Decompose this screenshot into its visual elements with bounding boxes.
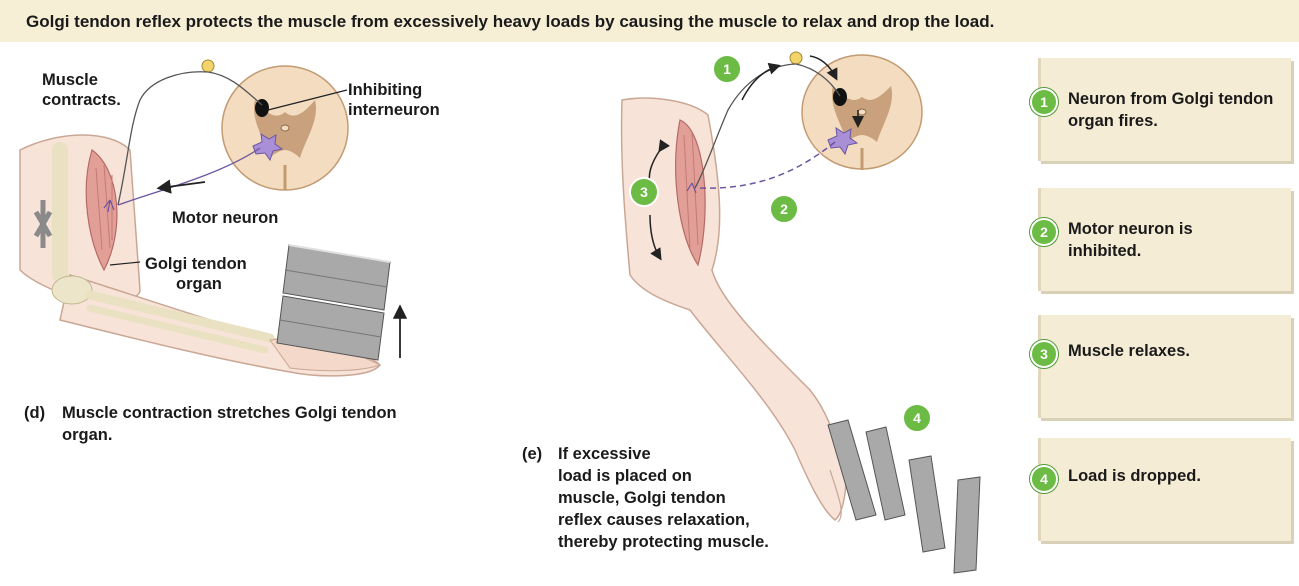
step-4-text: Load is dropped. (1068, 465, 1268, 487)
marker-3-icon: 3 (630, 178, 658, 206)
caption-d: (d) Muscle contraction stretches Golgi t… (24, 402, 454, 446)
caption-e-line: reflex causes relaxation, (558, 509, 822, 531)
step-1-icon: 1 (1030, 88, 1058, 116)
step-1-text: Neuron from Golgi tendon organ fires. (1068, 88, 1278, 132)
caption-e-tag: (e) (522, 443, 542, 465)
golgi-tendon-organ-label-line2: organ (176, 274, 222, 294)
falling-weights-e (828, 420, 980, 573)
marker-4-label: 4 (913, 410, 921, 426)
inhibiting-interneuron-label-line2: interneuron (348, 100, 440, 120)
marker-2-icon: 2 (770, 195, 798, 223)
inhibiting-interneuron-label-line1: Inhibiting (348, 80, 422, 100)
muscle-contracts-label: Muscle contracts. (42, 70, 132, 110)
marker-1-label: 1 (723, 61, 731, 77)
step-box-4 (1038, 438, 1291, 541)
step-box-3 (1038, 315, 1291, 418)
caption-e: (e) If excessive load is placed on muscl… (522, 443, 822, 553)
marker-3-label: 3 (640, 184, 648, 200)
weight-stack-d (277, 245, 390, 360)
spinal-cord-e (802, 55, 922, 170)
spinal-cord-d (222, 66, 348, 190)
step-4-icon: 4 (1030, 465, 1058, 493)
caption-d-text: Muscle contraction stretches Golgi tendo… (24, 402, 422, 446)
golgi-tendon-organ-label-line1: Golgi tendon (145, 254, 247, 274)
caption-d-tag: (d) (24, 402, 45, 424)
marker-2-label: 2 (780, 201, 788, 217)
marker-1-icon: 1 (713, 55, 741, 83)
caption-e-line: load is placed on (558, 465, 822, 487)
step-2-text: Motor neuron is inhibited. (1068, 218, 1228, 262)
marker-4-icon: 4 (903, 404, 931, 432)
step-2-icon: 2 (1030, 218, 1058, 246)
step-3-text: Muscle relaxes. (1068, 340, 1268, 362)
caption-e-line: muscle, Golgi tendon (558, 487, 822, 509)
caption-e-line: If excessive (558, 443, 822, 465)
motor-neuron-label: Motor neuron (172, 208, 278, 228)
caption-e-line: thereby protecting muscle. (558, 531, 822, 553)
step-3-icon: 3 (1030, 340, 1058, 368)
